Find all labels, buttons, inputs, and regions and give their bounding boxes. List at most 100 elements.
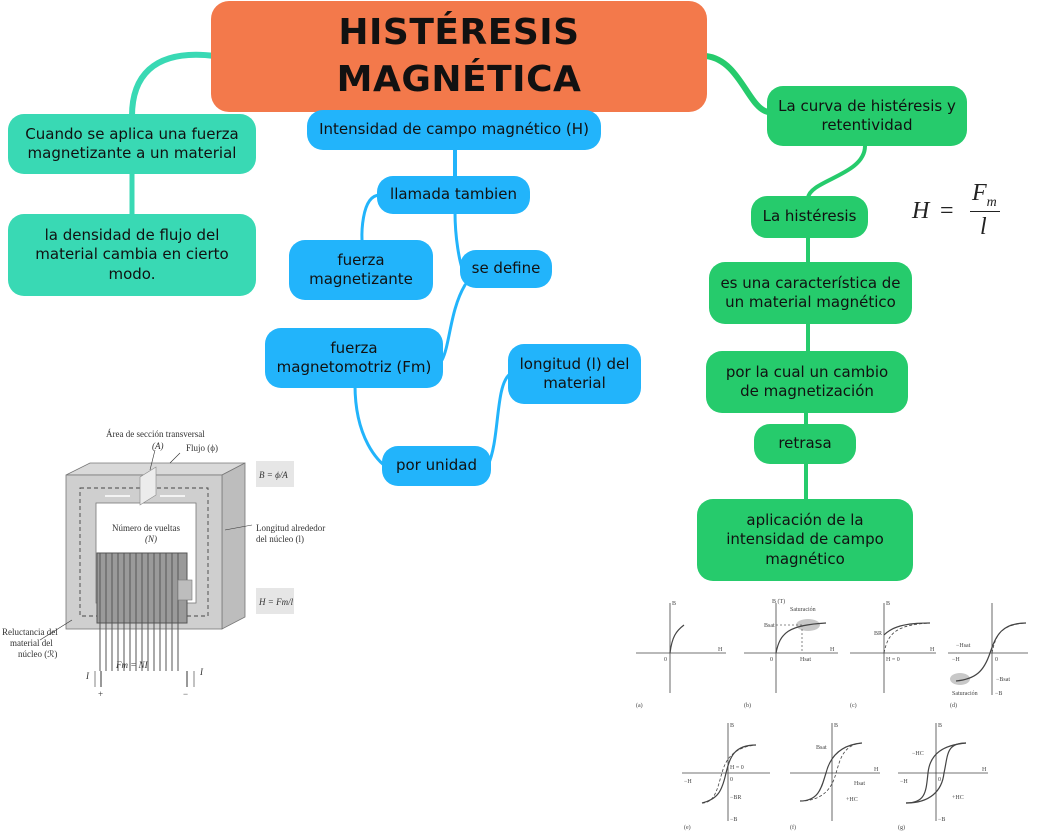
curve-g-negb: −B [938, 817, 945, 823]
core-current-left: I [85, 671, 90, 681]
curve-g-hc: +HC [952, 795, 964, 801]
curve-b-hsat: Hsat [800, 657, 811, 663]
node-curva-histeresis[interactable]: La curva de histéresis y retentividad [767, 86, 967, 146]
curve-e: B H = 0 −H 0 −BR −B (e) [682, 723, 770, 831]
core-plus: + [98, 689, 103, 699]
curve-e-negh: −H [684, 779, 692, 785]
link-title-right [703, 53, 771, 115]
formula-h: H = Fm l [910, 180, 1020, 240]
curve-e-negb: −B [730, 817, 737, 823]
page-title[interactable]: HISTÉRESIS MAGNÉTICA [211, 1, 707, 112]
node-cambio-magnetizacion[interactable]: por la cual un cambio de magnetización [706, 351, 908, 413]
formula-num-sub: m [986, 194, 997, 210]
curve-b-bt: B (T) [772, 598, 785, 605]
curve-g-h: H [982, 767, 987, 773]
curve-a: B H 0 (a) [636, 601, 726, 709]
core-fm-formula: Fm = NI [115, 660, 149, 670]
node-por-unidad[interactable]: por unidad [382, 446, 491, 486]
curve-c-h: H [930, 647, 935, 653]
core-turns-symbol: (N) [145, 534, 157, 544]
node-llamada-tambien[interactable]: llamada tambien [377, 176, 530, 214]
core-turns-label: Número de vueltas [112, 523, 180, 533]
node-fuerza-magnetizante-aplicada[interactable]: Cuando se aplica una fuerza magnetizante… [8, 114, 256, 174]
curve-g: B −HC H −H 0 +HC −B (g) [898, 723, 988, 831]
curve-d-zero: 0 [995, 657, 998, 663]
curve-f-hsat: Hsat [854, 781, 865, 787]
link-mid-7-6 [486, 372, 512, 467]
curve-f: B Bsat H Hsat +HC (f) [790, 723, 880, 831]
node-fuerza-magnetizante[interactable]: fuerza magnetizante [289, 240, 433, 300]
curve-b-sat: Saturación [790, 607, 816, 613]
node-densidad-flujo-cambia[interactable]: la densidad de flujo del material cambia… [8, 214, 256, 296]
core-area-label: Área de sección transversal [106, 429, 205, 439]
curve-d-label: (d) [950, 702, 957, 709]
curve-d-negbsat: −Bsat [996, 677, 1010, 683]
curve-e-negbr: −BR [730, 795, 741, 801]
curve-b: B (T) Saturación Bsat H 0 Hsat (b) [744, 598, 838, 709]
core-flux-label: Flujo (ϕ) [186, 443, 218, 453]
curve-e-zero: 0 [730, 777, 733, 783]
formula-lhs: H [912, 198, 930, 224]
core-area-symbol: (A) [152, 441, 164, 451]
curve-g-negh: −H [900, 779, 908, 785]
curve-b-bsat: Bsat [764, 623, 775, 629]
curve-a-b: B [672, 601, 676, 607]
hysteresis-curves-figure: B H 0 (a) B (T) Saturación Bsat H 0 Hsat… [636, 598, 1028, 831]
curve-c-label: (c) [850, 702, 857, 709]
core-h-formula: H = Fm/l [258, 597, 294, 607]
core-reluct-label2: material del [10, 638, 53, 648]
curve-b-h: H [830, 647, 835, 653]
core-length-label2: del núcleo (l) [256, 534, 304, 544]
link-right-1-2 [806, 144, 867, 200]
curve-c-br: BR [874, 631, 882, 637]
curve-f-label: (f) [790, 824, 796, 831]
curve-g-neghc: −HC [912, 751, 924, 757]
curve-e-label: (e) [684, 824, 691, 831]
curve-g-zero: 0 [938, 777, 941, 783]
formula-num-letter: F [972, 180, 987, 206]
curve-a-zero: 0 [664, 657, 667, 663]
curve-g-label: (g) [898, 824, 905, 831]
node-se-define[interactable]: se define [460, 250, 552, 288]
node-caracteristica-material[interactable]: es una característica de un material mag… [709, 262, 912, 324]
formula-num: Fm [972, 180, 997, 211]
curve-c-h0: H = 0 [886, 657, 900, 663]
curve-f-bsat: Bsat [816, 745, 827, 751]
node-la-histeresis[interactable]: La histéresis [751, 196, 868, 238]
curve-c: B BR H H = 0 (c) [850, 601, 936, 709]
curve-b-zero: 0 [770, 657, 773, 663]
node-fuerza-magnetomotriz[interactable]: fuerza magnetomotriz (Fm) [265, 328, 443, 388]
core-reluct-label3: núcleo (ℛ) [18, 649, 57, 659]
curve-d: −Hsat −H 0 −Bsat Saturación −B (d) [948, 603, 1028, 709]
curve-d-negh: −H [952, 657, 960, 663]
curve-a-label: (a) [636, 702, 643, 709]
curve-e-b: B [730, 723, 734, 729]
node-intensidad-campo[interactable]: Intensidad de campo magnético (H) [307, 110, 601, 150]
core-minus: − [183, 689, 188, 699]
curve-f-b: B [834, 723, 838, 729]
curve-b-label: (b) [744, 702, 751, 709]
curve-a-h: H [718, 647, 723, 653]
curve-d-neghsat: −Hsat [956, 643, 971, 649]
core-figure: Área de sección transversal (A) Flujo (ϕ… [2, 429, 325, 699]
formula-eq: = [940, 198, 954, 224]
core-reluct-label: Reluctancia del [2, 627, 58, 637]
curve-d-sat: Saturación [952, 691, 978, 697]
link-mid-4-5 [440, 283, 467, 362]
curve-f-h: H [874, 767, 879, 773]
link-mid-5-7 [353, 383, 386, 467]
link-mid-2-3 [360, 193, 382, 242]
formula-den: l [980, 214, 987, 240]
curve-g-b: B [938, 723, 942, 729]
curve-e-h0: H = 0 [730, 765, 744, 771]
node-aplicacion-intensidad[interactable]: aplicación de la intensidad de campo mag… [697, 499, 913, 581]
core-b-formula: B = ϕ/A [259, 470, 288, 480]
core-current-right: I [199, 667, 204, 677]
node-retrasa[interactable]: retrasa [754, 424, 856, 464]
node-longitud-material[interactable]: longitud (l) del material [508, 344, 641, 404]
link-title-left [129, 51, 218, 119]
curve-d-negb: −B [995, 691, 1002, 697]
curve-c-b: B [886, 601, 890, 607]
core-length-label: Longitud alrededor [256, 523, 325, 533]
